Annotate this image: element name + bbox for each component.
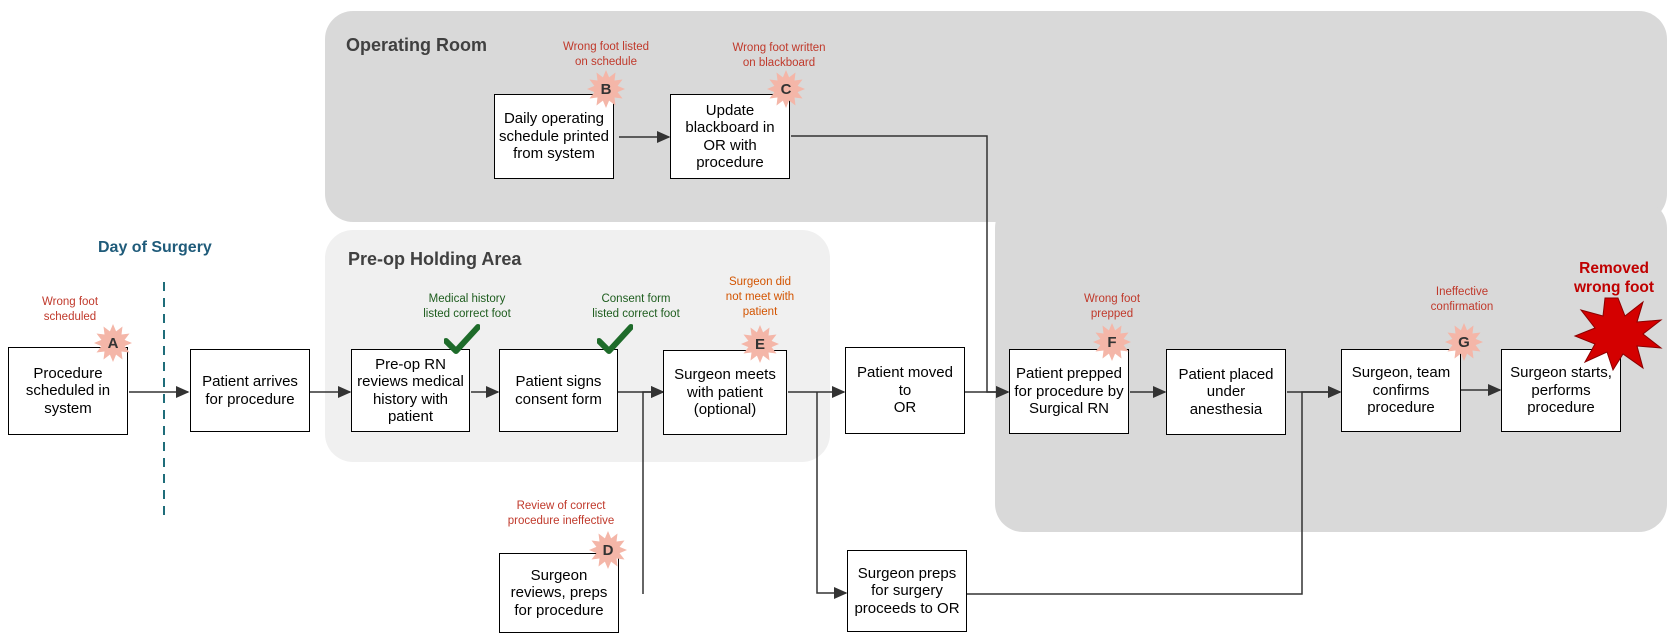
starburst-icon — [589, 531, 627, 569]
starburst-icon-d: D — [588, 530, 628, 570]
operating-room-title: Operating Room — [346, 35, 488, 55]
starburst-icon-f: F — [1092, 322, 1132, 362]
starburst-icon — [767, 70, 805, 108]
checkmark-icon — [597, 324, 633, 354]
starburst-icon-e: E — [740, 324, 780, 364]
starburst-icon-c: C — [766, 69, 806, 109]
explosion-icon — [1573, 297, 1663, 372]
starburst-icon — [1445, 323, 1483, 361]
day-of-surgery-label: Day of Surgery — [98, 239, 212, 256]
starburst-icon-a: A — [93, 323, 133, 363]
checkmark-icon — [444, 324, 480, 354]
starburst-icon — [741, 325, 779, 363]
starburst-icon-b: B — [586, 69, 626, 109]
starburst-icon-g: G — [1444, 322, 1484, 362]
starburst-icon — [1093, 323, 1131, 361]
starburst-icon — [94, 324, 132, 362]
starburst-icon — [587, 70, 625, 108]
preop-holding-title: Pre-op Holding Area — [348, 249, 522, 269]
